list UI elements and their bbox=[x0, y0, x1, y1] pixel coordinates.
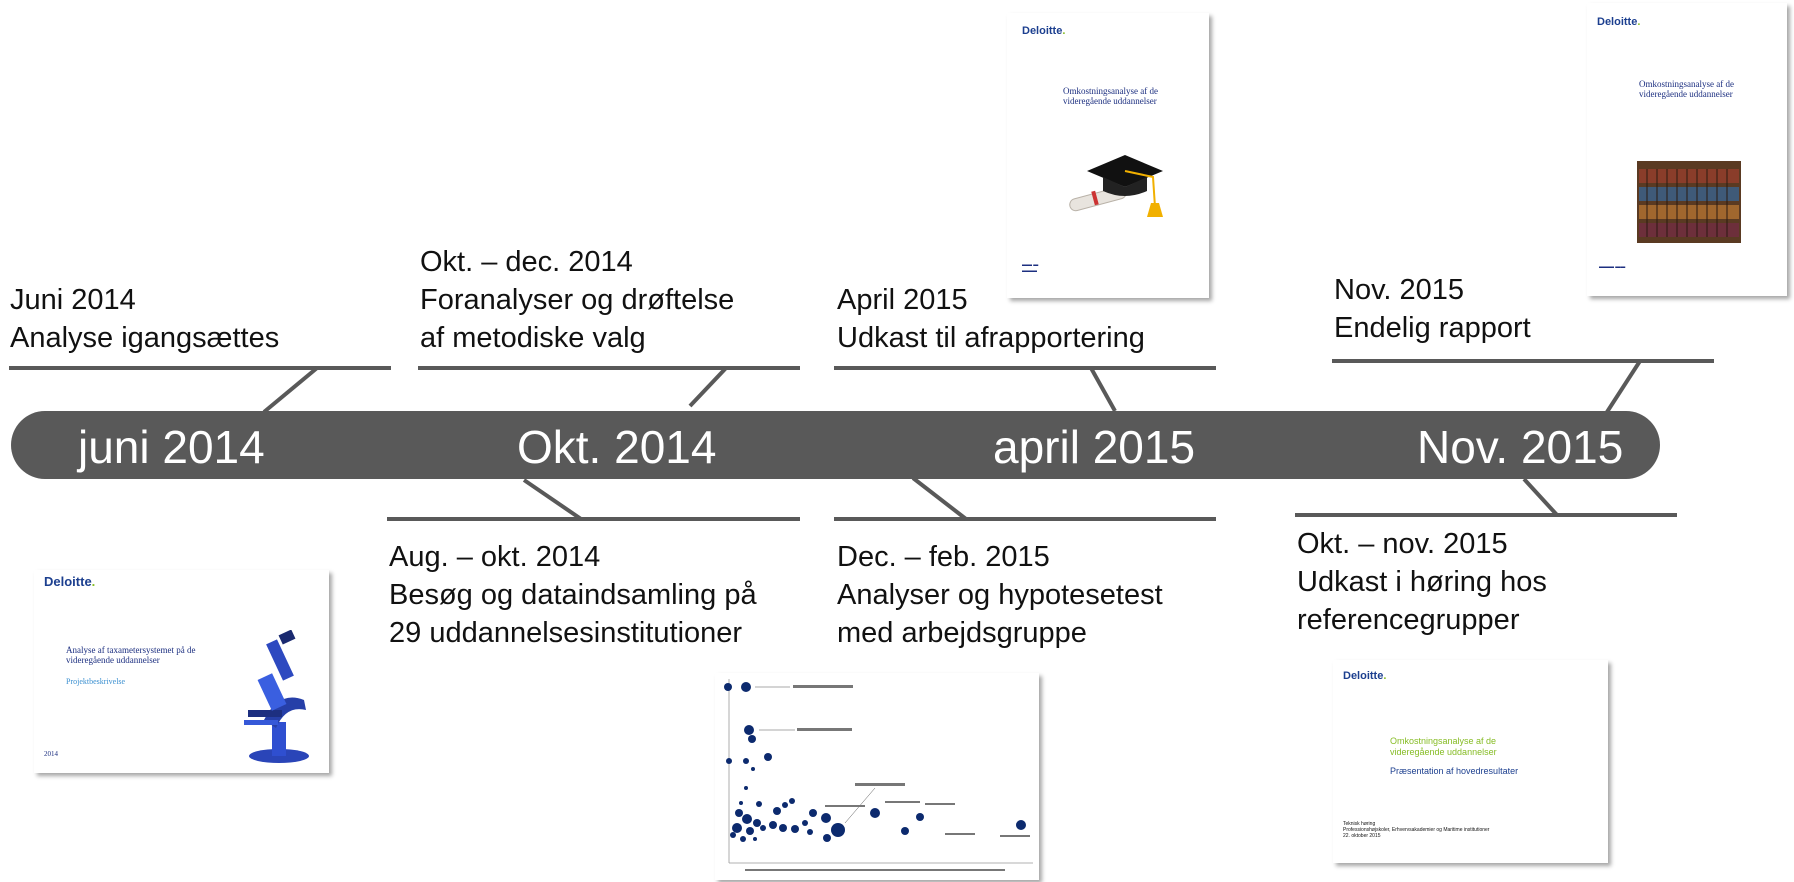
deloitte-logo: Deloitte. bbox=[1343, 670, 1387, 682]
deloitte-logo: Deloitte. bbox=[44, 574, 96, 589]
microscope-icon bbox=[244, 630, 309, 763]
document-omkostningsanalyse-final: Deloitte. Omkostningsanalyse af de vider… bbox=[1587, 3, 1787, 296]
connector-nov-2015 bbox=[1605, 359, 1642, 414]
document-year: 2014 bbox=[44, 750, 58, 758]
connector-okt-dec-2014 bbox=[688, 366, 728, 408]
event-description: referencegrupper bbox=[1297, 604, 1520, 636]
scatter-plot-image bbox=[724, 679, 1033, 871]
event-date: Aug. – okt. 2014 bbox=[389, 541, 601, 573]
event-description: Besøg og dataindsamling på bbox=[389, 579, 757, 611]
connector-aug-okt-2014 bbox=[522, 478, 583, 521]
event-description: Endelig rapport bbox=[1334, 312, 1531, 344]
document-footer: Teknisk høring Professionshøjskoler, Erh… bbox=[1343, 821, 1490, 839]
event-date: Dec. – feb. 2015 bbox=[837, 541, 1050, 573]
event-description: Udkast til afrapportering bbox=[837, 322, 1145, 354]
bookshelf-icon bbox=[1637, 161, 1741, 243]
event-date: April 2015 bbox=[837, 284, 968, 316]
event-description: med arbejdsgruppe bbox=[837, 617, 1087, 649]
event-description: Udkast i høring hos bbox=[1297, 566, 1547, 598]
event-description: Analyse igangsættes bbox=[10, 322, 280, 354]
event-description: Foranalyser og drøftelse bbox=[420, 284, 735, 316]
connector-juni-2014 bbox=[262, 366, 319, 414]
document-footer-text: ▬▬ ▬▬▬▬ bbox=[1022, 263, 1039, 274]
document-subtitle: Projektbeskrivelse bbox=[66, 677, 126, 686]
deloitte-logo: Deloitte. bbox=[1022, 25, 1066, 37]
connector-april-2015 bbox=[1089, 367, 1117, 412]
event-date: Okt. – dec. 2014 bbox=[420, 246, 633, 278]
event-okt-dec-2014: Okt. – dec. 2014 Foranalyser og drøftels… bbox=[420, 243, 734, 357]
event-description: af metodiske valg bbox=[420, 322, 646, 354]
document-title: Analyse af taxametersystemet på de vider… bbox=[66, 645, 196, 665]
event-date: Juni 2014 bbox=[10, 284, 136, 316]
timeline-label-juni-2014: juni 2014 bbox=[78, 421, 265, 473]
timeline-bar bbox=[11, 411, 1660, 479]
document-title: Omkostningsanalyse af de videregående ud… bbox=[1063, 86, 1158, 106]
document-subtitle: Præsentation af hovedresultater bbox=[1390, 766, 1519, 776]
event-aug-okt-2014: Aug. – okt. 2014 Besøg og dataindsamling… bbox=[389, 538, 757, 652]
event-juni-2014: Juni 2014 Analyse igangsættes bbox=[10, 281, 279, 357]
event-nov-2015: Nov. 2015 Endelig rapport bbox=[1334, 271, 1531, 347]
event-date: Okt. – nov. 2015 bbox=[1297, 528, 1508, 560]
document-footer-text: ▬▬▬ ▬▬ bbox=[1599, 265, 1626, 270]
timeline-label-okt-2014: Okt. 2014 bbox=[517, 421, 717, 473]
event-dec-feb-2015: Dec. – feb. 2015 Analyser og hypotesetes… bbox=[837, 538, 1163, 652]
document-title: Omkostningsanalyse af de videregående ud… bbox=[1390, 736, 1497, 757]
connector-dec-feb-2015 bbox=[911, 476, 968, 521]
event-date: Nov. 2015 bbox=[1334, 274, 1465, 306]
document-title: Omkostningsanalyse af de videregående ud… bbox=[1639, 79, 1734, 99]
timeline-label-april-2015: april 2015 bbox=[993, 421, 1196, 473]
connector-okt-nov-2015 bbox=[1522, 477, 1559, 517]
document-omkostningsanalyse-draft: Deloitte. Omkostningsanalyse af de vider… bbox=[1007, 13, 1209, 298]
event-april-2015: April 2015 Udkast til afrapportering bbox=[837, 281, 1145, 357]
deloitte-logo: Deloitte. bbox=[1597, 16, 1641, 28]
document-projektbeskrivelse: Deloitte. Analyse af taxametersystemet p… bbox=[34, 570, 329, 773]
scatter-plot-thumbnail bbox=[715, 673, 1039, 880]
event-description: 29 uddannelsesinstitutioner bbox=[389, 617, 743, 649]
event-okt-nov-2015: Okt. – nov. 2015 Udkast i høring hos ref… bbox=[1297, 525, 1547, 639]
document-praesentation: Deloitte. Omkostningsanalyse af de vider… bbox=[1333, 660, 1608, 863]
event-description: Analyser og hypotesetest bbox=[837, 579, 1163, 611]
timeline-label-nov-2015: Nov. 2015 bbox=[1417, 421, 1624, 473]
graduation-cap-icon bbox=[1069, 155, 1163, 217]
